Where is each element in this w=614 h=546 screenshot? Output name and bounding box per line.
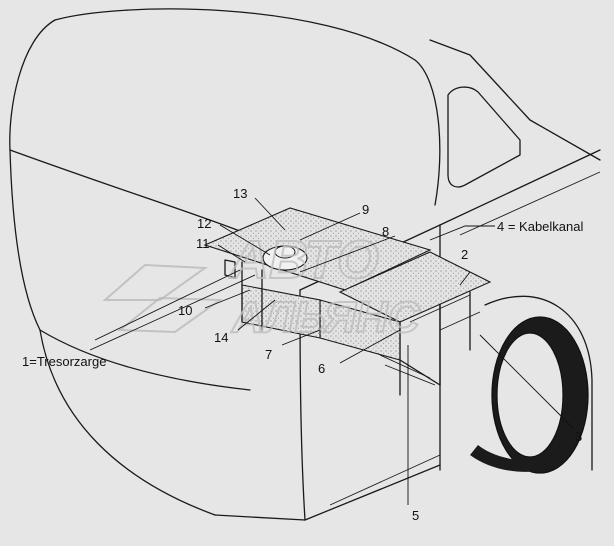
label-2: 2: [461, 247, 468, 262]
label-10: 10: [178, 303, 192, 318]
label-11: 11: [196, 236, 210, 251]
label-14: 14: [214, 330, 228, 345]
part-labels: 1=Tresorzarge 2 3 4 = Kabelkanal 5 6 7 8…: [22, 186, 583, 523]
watermark-line-2: АЛЬЯНС: [231, 293, 421, 342]
wheel: [470, 295, 593, 474]
safe-installation: [203, 207, 492, 396]
label-9: 9: [362, 202, 369, 217]
label-8: 8: [382, 224, 389, 239]
label-6: 6: [318, 361, 325, 376]
leader-lines: [89, 197, 574, 505]
label-3: 3: [575, 429, 582, 444]
label-5: 5: [412, 508, 419, 523]
label-kabelkanal: 4 = Kabelkanal: [497, 219, 583, 234]
label-7: 7: [265, 347, 272, 362]
label-tresorzarge: 1=Tresorzarge: [22, 354, 106, 369]
label-13: 13: [233, 186, 247, 201]
label-12: 12: [197, 216, 211, 231]
watermark-line-1: АВТО: [228, 230, 379, 290]
watermark: АВТО АЛЬЯНС: [102, 229, 422, 343]
